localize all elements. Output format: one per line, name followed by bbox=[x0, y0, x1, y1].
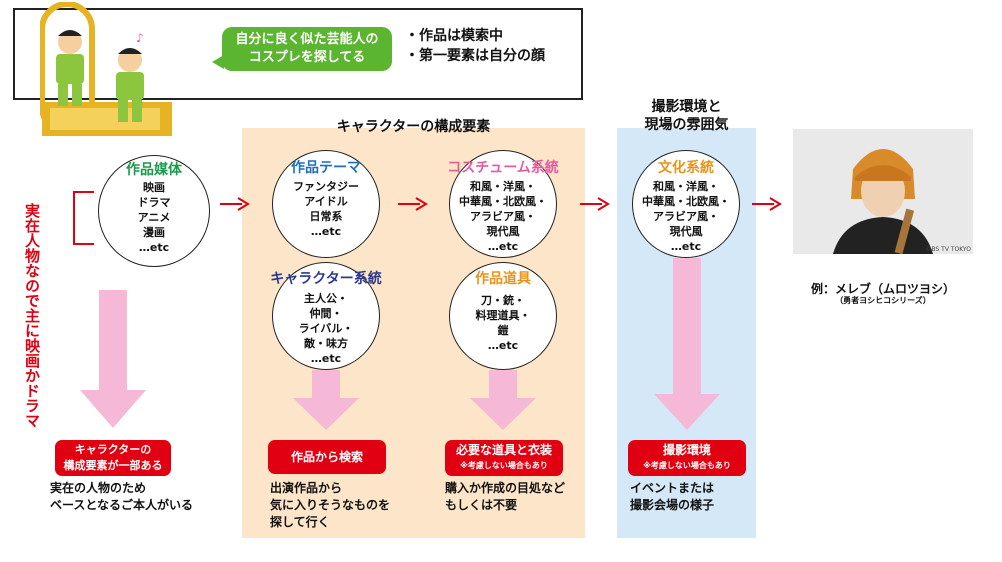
bubble-line-1: 自分に良く似た芸能人の bbox=[235, 32, 379, 47]
desc-col3-line: もしくは不要 bbox=[445, 498, 518, 512]
props-item: 料理道具・ bbox=[475, 309, 531, 322]
redbox-col4-note: ※考慮しない場合もあり bbox=[643, 461, 731, 470]
side-bracket bbox=[73, 191, 94, 245]
desc-col1-line: 実在の人物のため bbox=[50, 481, 147, 495]
example-subcaption: （勇者ヨシヒコシリーズ） bbox=[835, 296, 931, 305]
redbox-col3: 必要な道具と衣装 ※考慮しない場合もあり bbox=[445, 440, 563, 476]
costume-item: …etc bbox=[487, 240, 519, 253]
media-item: アニメ bbox=[137, 211, 171, 224]
circle-character-title: キャラクター系統 bbox=[270, 271, 382, 287]
desc-col2-line: 出演作品から bbox=[270, 481, 343, 495]
props-item: …etc bbox=[487, 339, 519, 352]
media-item: 漫画 bbox=[143, 226, 165, 239]
person-photo-illustration bbox=[793, 129, 973, 255]
side-note: 実在人物なので主に映画かドラマ bbox=[23, 203, 41, 428]
character-item: 敵・味方 bbox=[304, 337, 348, 350]
bullet-2: ・第一要素は自分の顔 bbox=[405, 48, 545, 64]
media-item: ドラマ bbox=[137, 196, 171, 209]
desc-col2-line: 探して行く bbox=[270, 515, 330, 529]
desc-col2-line: 気に入りそうなものを bbox=[270, 498, 391, 512]
circle-props-items: 刀・銃・ 料理道具・ 鎧 …etc bbox=[450, 293, 556, 353]
media-item: 映画 bbox=[143, 181, 165, 194]
down-arrow-col4 bbox=[654, 258, 720, 430]
culture-item: 和風・洋風・ bbox=[653, 180, 719, 193]
circle-character: キャラクター系統 主人公・ 仲間・ ライバル・ 敵・味方 …etc bbox=[270, 262, 382, 370]
theme-item: ファンタジー bbox=[293, 180, 359, 193]
circle-media-title: 作品媒体 bbox=[126, 162, 182, 178]
circle-costume-title: コスチューム系統 bbox=[447, 160, 559, 176]
redbox-col3-line1: 必要な道具と衣装 bbox=[455, 443, 552, 457]
down-arrow-col3 bbox=[470, 370, 536, 430]
culture-item: アラビア風・ bbox=[653, 210, 719, 223]
circle-costume-items: 和風・洋風・ 中華風・北欧風・ アラビア風・ 現代風 …etc bbox=[442, 179, 564, 254]
circle-props-title: 作品道具 bbox=[475, 271, 531, 287]
theme-item: アイドル bbox=[304, 195, 348, 208]
copyright-text: ©BS TV TOKYO bbox=[925, 246, 971, 253]
media-item: …etc bbox=[138, 241, 170, 254]
bubble-line-2: コスプレを探してる bbox=[248, 50, 366, 65]
circle-culture-items: 和風・洋風・ 中華風・北欧風・ アラビア風・ 現代風 …etc bbox=[625, 179, 747, 254]
redbox-col4: 撮影環境 ※考慮しない場合もあり bbox=[628, 440, 746, 476]
redbox-col2-line1: 作品から検索 bbox=[290, 450, 363, 464]
desc-col1-line: ベースとなるご本人がいる bbox=[50, 498, 194, 512]
costume-item: 和風・洋風・ bbox=[470, 180, 536, 193]
character-item: 仲間・ bbox=[309, 307, 343, 320]
circle-character-items: 主人公・ 仲間・ ライバル・ 敵・味方 …etc bbox=[273, 291, 379, 366]
circle-theme-items: ファンタジー アイドル 日常系 …etc bbox=[273, 179, 379, 239]
example-caption: 例：メレブ（ムロツヨシ） bbox=[810, 282, 955, 296]
speech-bubble: 自分に良く似た芸能人の コスプレを探してる bbox=[222, 27, 392, 71]
theme-item: …etc bbox=[310, 225, 342, 238]
speech-bubble-tail bbox=[212, 55, 224, 69]
culture-item: 中華風・北欧風・ bbox=[642, 195, 730, 208]
redbox-col1-line1: キャラクターの bbox=[74, 443, 152, 456]
down-arrow-col2 bbox=[293, 370, 359, 430]
props-item: 鎧 bbox=[497, 324, 509, 337]
theme-item: 日常系 bbox=[309, 210, 343, 223]
costume-item: アラビア風・ bbox=[470, 210, 536, 223]
costume-item: 現代風 bbox=[486, 225, 520, 238]
culture-item: 現代風 bbox=[669, 225, 703, 238]
circle-media-items: 映画 ドラマ アニメ 漫画 …etc bbox=[99, 180, 209, 255]
props-item: 刀・銃・ bbox=[481, 294, 525, 307]
flow-arrow-2 bbox=[398, 197, 428, 211]
example-photo: ©BS TV TOKYO bbox=[793, 129, 973, 255]
redbox-col2: 作品から検索 bbox=[268, 440, 386, 474]
circle-props: 作品道具 刀・銃・ 料理道具・ 鎧 …etc bbox=[449, 262, 557, 370]
bullet-1: ・作品は模索中 bbox=[405, 28, 503, 44]
flow-arrow-1 bbox=[220, 197, 250, 211]
desc-col4-line: 撮影会場の様子 bbox=[630, 498, 715, 512]
redbox-col1: キャラクターの 構成要素が一部ある bbox=[55, 440, 171, 476]
flow-arrow-4 bbox=[752, 197, 782, 211]
desc-col3-line: 購入か作成の目処など bbox=[445, 481, 566, 495]
atmosphere-title-line-2: 現場の雰囲気 bbox=[644, 117, 729, 133]
circle-culture: 文化系統 和風・洋風・ 中華風・北欧風・ アラビア風・ 現代風 …etc bbox=[632, 150, 740, 258]
redbox-col3-note: ※考慮しない場合もあり bbox=[460, 461, 548, 470]
circle-theme-title: 作品テーマ bbox=[291, 160, 361, 176]
flow-arrow-3 bbox=[580, 197, 610, 211]
circle-costume: コスチューム系統 和風・洋風・ 中華風・北欧風・ アラビア風・ 現代風 …etc bbox=[447, 150, 559, 258]
character-item: 主人公・ bbox=[304, 292, 348, 305]
atmosphere-section-title: 撮影環境と 現場の雰囲気 bbox=[610, 98, 763, 134]
circle-theme: 作品テーマ ファンタジー アイドル 日常系 …etc bbox=[272, 150, 380, 258]
desc-col3: 購入か作成の目処など もしくは不要 bbox=[445, 480, 565, 514]
desc-col2: 出演作品から 気に入りそうなものを 探して行く bbox=[270, 480, 390, 531]
redbox-col1-line2: 構成要素が一部ある bbox=[63, 459, 163, 472]
circle-culture-title: 文化系統 bbox=[658, 160, 714, 176]
costume-item: 中華風・北欧風・ bbox=[459, 195, 547, 208]
svg-text:♪: ♪ bbox=[136, 31, 144, 45]
down-arrow-col1 bbox=[80, 290, 146, 428]
character-item: …etc bbox=[310, 352, 342, 365]
circle-media: 作品媒体 映画 ドラマ アニメ 漫画 …etc bbox=[98, 155, 210, 267]
desc-col4-line: イベントまたは bbox=[630, 481, 715, 495]
culture-item: …etc bbox=[670, 240, 702, 253]
desc-col1: 実在の人物のため ベースとなるご本人がいる bbox=[50, 480, 193, 514]
redbox-col4-line1: 撮影環境 bbox=[662, 443, 711, 457]
character-item: ライバル・ bbox=[298, 322, 354, 335]
atmosphere-title-line-1: 撮影環境と bbox=[651, 99, 722, 115]
desc-col4: イベントまたは 撮影会場の様子 bbox=[630, 480, 714, 514]
performers-illustration: ♪ bbox=[40, 2, 172, 136]
character-section-title: キャラクターの構成要素 bbox=[336, 119, 491, 135]
